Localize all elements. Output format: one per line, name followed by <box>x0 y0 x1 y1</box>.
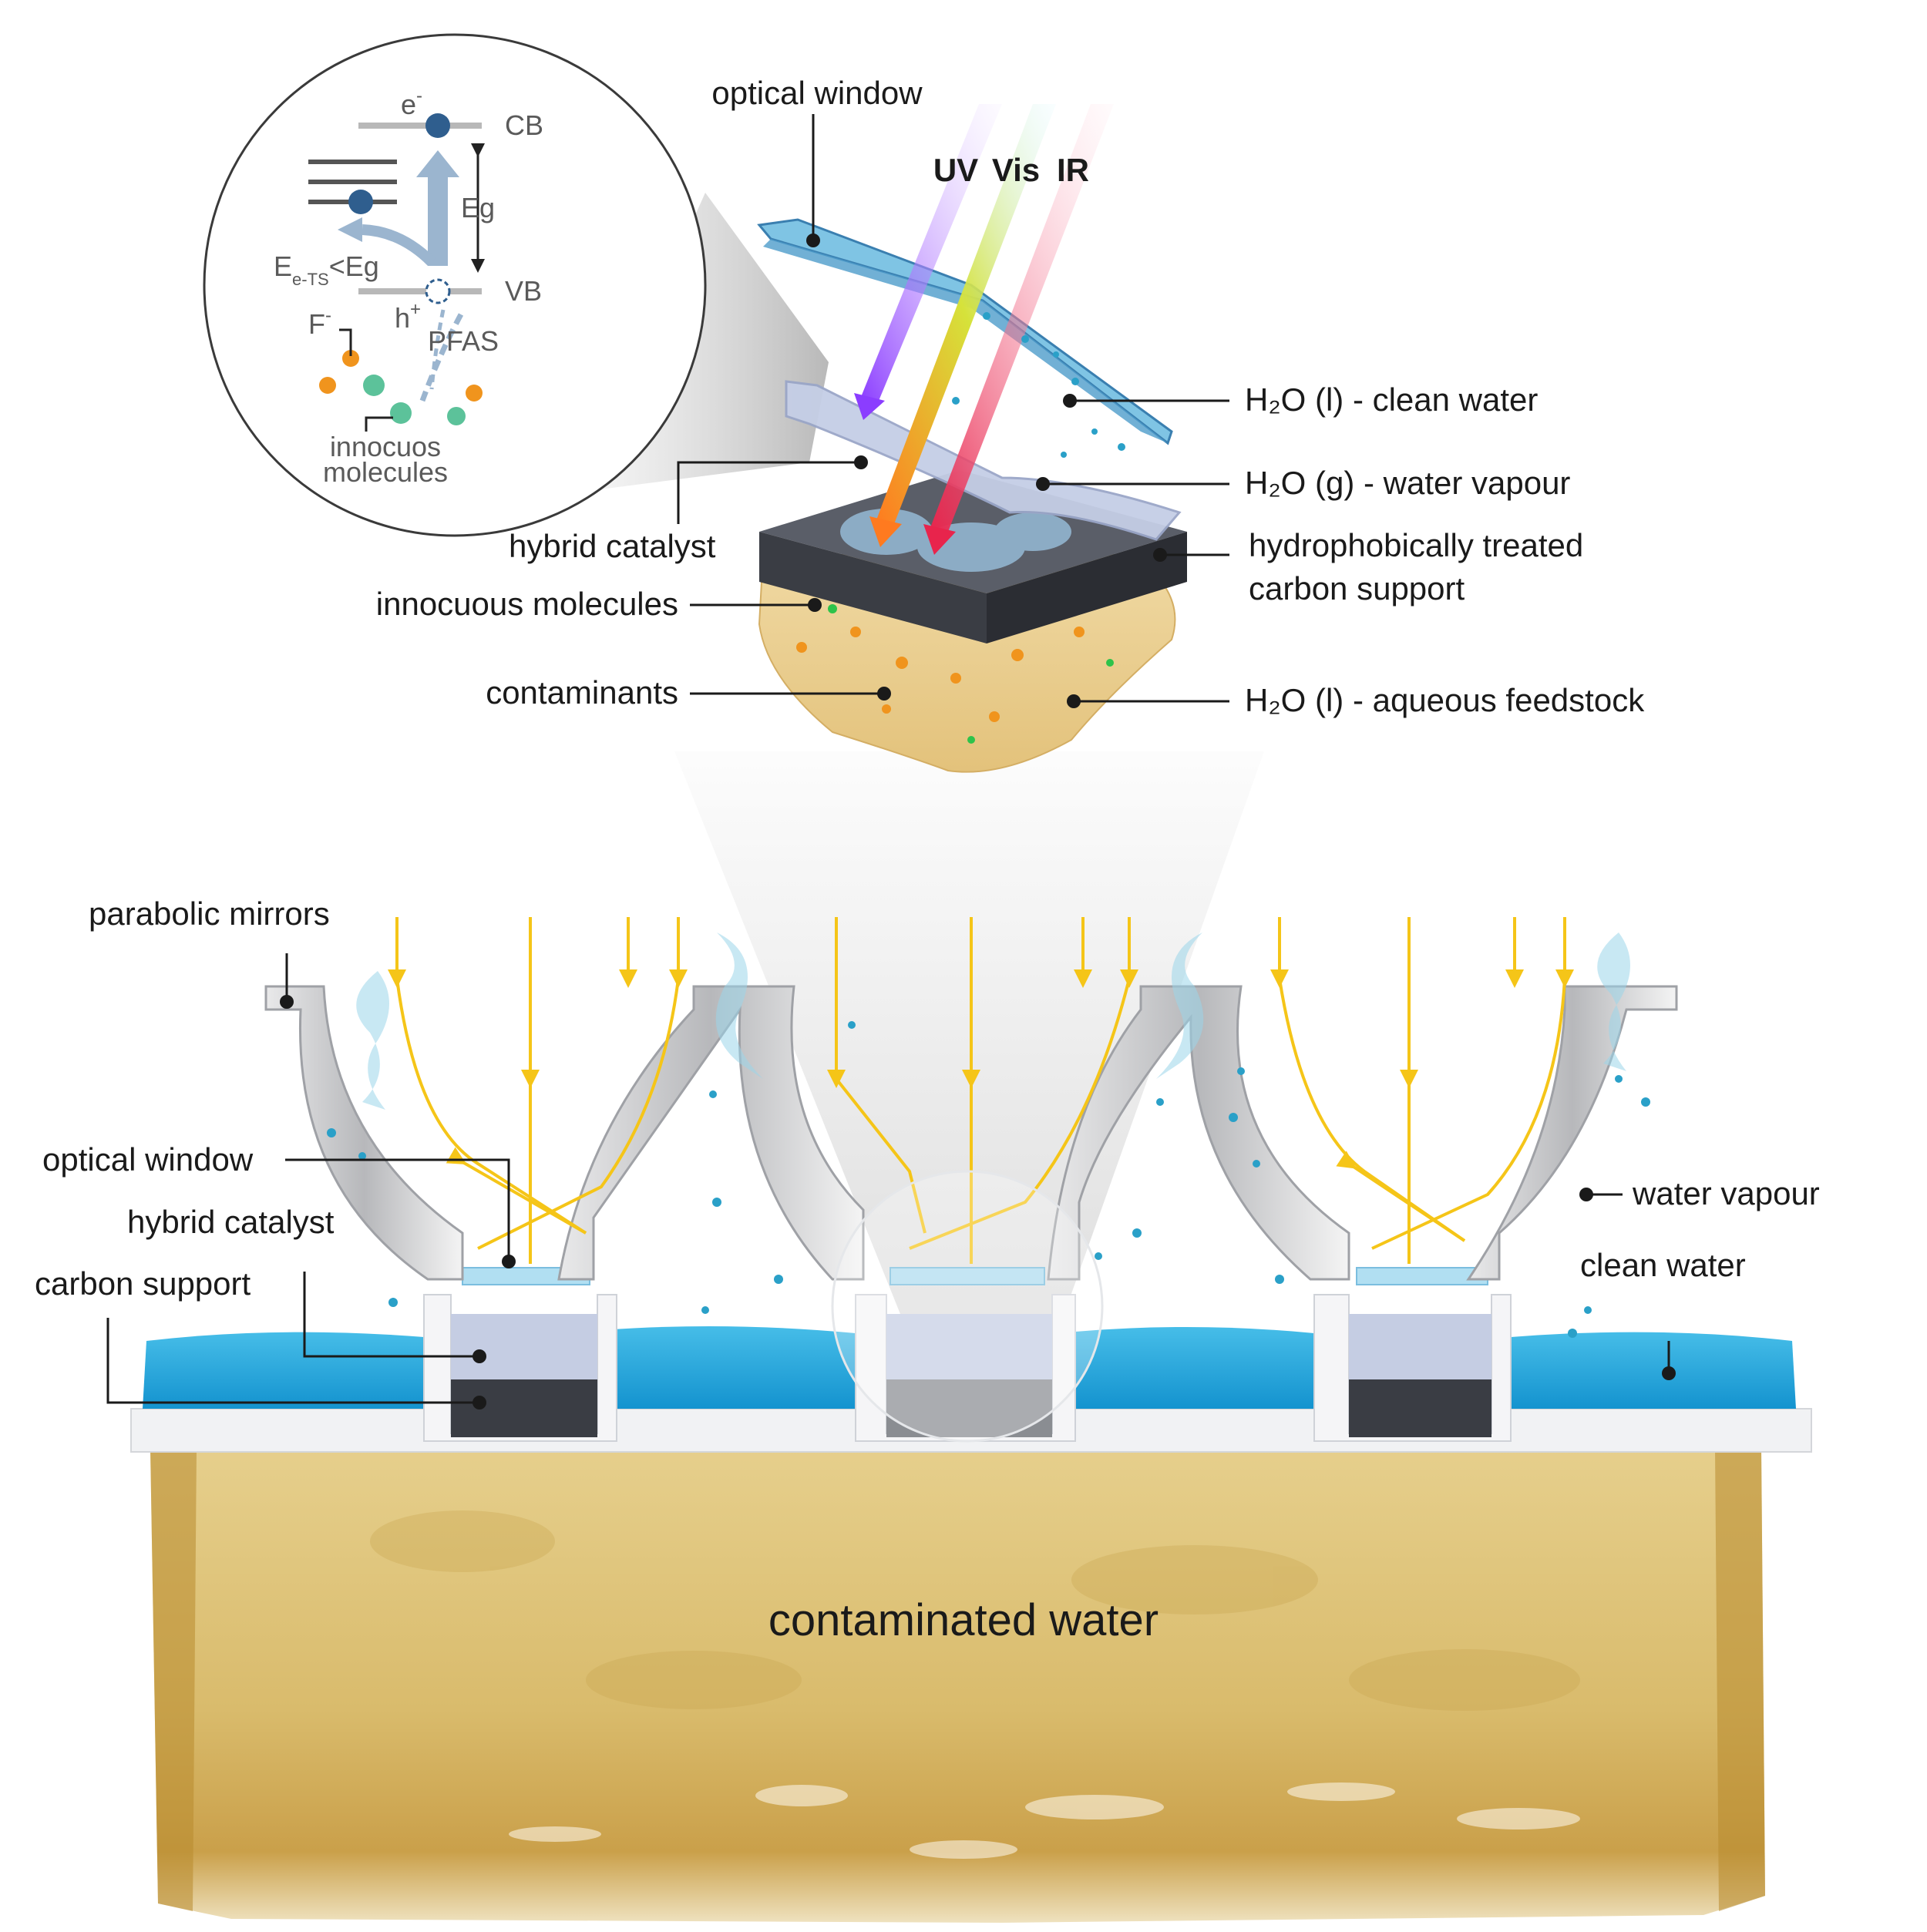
vis-label: Vis <box>992 152 1040 188</box>
zoom-beam <box>674 751 1264 1337</box>
eg-label: Eg <box>461 192 495 223</box>
bottom-water-vapour-label: water vapour <box>1632 1175 1820 1211</box>
clean-water-label: H₂O (l) - clean water <box>1245 381 1538 418</box>
innocuos-label-line2: molecules <box>323 456 448 488</box>
electron-label: e- <box>401 86 422 120</box>
carbon-support-label-line2: carbon support <box>1249 570 1465 606</box>
aqueous-feedstock-label: H₂O (l) - aqueous feedstock <box>1245 682 1645 718</box>
ets-label: Ee-TS<Eg <box>274 250 379 289</box>
innocuos-label-line1: innocuos <box>330 431 441 462</box>
bottom-hybrid-catalyst-label: hybrid catalyst <box>127 1204 335 1240</box>
bottom-optical-window-label: optical window <box>42 1141 254 1178</box>
bottom-clean-water-label: clean water <box>1580 1247 1746 1283</box>
bottom-carbon-support-label: carbon support <box>35 1265 251 1302</box>
top-hybrid-catalyst-label: hybrid catalyst <box>509 528 716 564</box>
collector-units <box>423 1294 1512 1442</box>
magnifier-bubble <box>831 1170 1104 1443</box>
pfas-label: PFAS <box>428 325 499 357</box>
water-vapour-label: H₂O (g) - water vapour <box>1245 465 1570 501</box>
optical-window-plate <box>757 218 1173 445</box>
spectrum-rays <box>854 104 1114 555</box>
vapour-swirls <box>356 932 1630 1110</box>
top-optical-window-label: optical window <box>711 75 923 111</box>
uv-label: UV <box>933 152 978 188</box>
ir-label: IR <box>1057 152 1089 188</box>
hybrid-catalyst-plate <box>785 380 1182 541</box>
top-droplets <box>952 312 1125 458</box>
band-diagram <box>308 113 485 432</box>
contaminated-water-block <box>150 1449 1765 1923</box>
carbon-support-label-line1: hydrophobically treated <box>1249 527 1583 563</box>
contaminated-water-label: contaminated water <box>768 1595 1159 1645</box>
innocuous-molecules-label: innocuous molecules <box>376 586 678 622</box>
water-droplets <box>327 1021 1650 1338</box>
sun-rays <box>388 917 1574 1264</box>
parabolic-mirrors <box>264 985 1678 1281</box>
hole-label: h+ <box>395 299 421 334</box>
cb-label: CB <box>505 109 543 141</box>
fluoride-label: F- <box>308 305 331 340</box>
clean-water-pools <box>143 1326 1796 1409</box>
contaminants-label: contaminants <box>486 674 678 711</box>
parabolic-mirrors-label: parabolic mirrors <box>89 895 330 932</box>
vb-label: VB <box>505 275 542 307</box>
mechanism-inset <box>203 33 707 537</box>
leader-dots <box>280 234 1676 1410</box>
leader-lines <box>106 114 1670 1404</box>
